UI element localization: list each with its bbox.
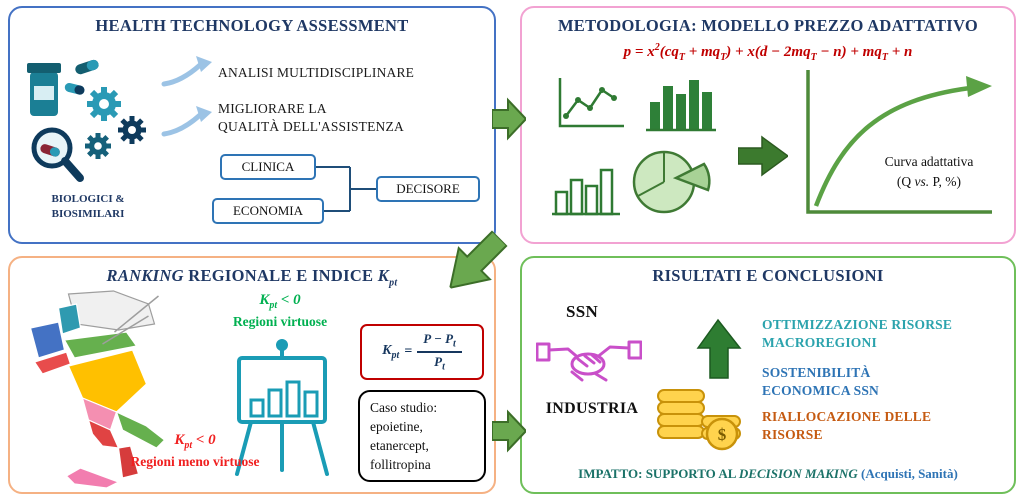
arrow-hta-to-metodologia [492, 97, 526, 141]
biologics-caption: BIOLOGICI & BIOSIMILARI [51, 193, 125, 220]
magnifier-icon [31, 127, 84, 182]
bullet-ottimizzazione: OTTIMIZZAZIONE RISORSE MACROREGIONI [762, 317, 953, 351]
curve-caption: Curva adattativa (Q vs. P, %) [884, 154, 974, 189]
economia-box: ECONOMIA [212, 198, 324, 224]
curved-arrow-icon [161, 106, 212, 137]
biologics-drugs-icon [27, 59, 146, 182]
industria-label: INDUSTRIA [545, 400, 639, 417]
clinica-box: CLINICA [220, 154, 316, 180]
panel-risultati-conclusioni: RISULTATI E CONCLUSIONI SSN INDUSTRIA [520, 256, 1016, 494]
kpt-negative-label: Kpt < 0 [174, 432, 216, 451]
panel-health-technology-assessment: HEALTH TECHNOLOGY ASSESSMENT [8, 6, 496, 244]
impact-statement: IMPATTO: SUPPORTO AL DECISION MAKING (Ac… [578, 466, 958, 481]
connector-lines [316, 166, 376, 212]
hta-title: HEALTH TECHNOLOGY ASSESSMENT [95, 16, 409, 35]
bar-chart-icon [646, 80, 716, 132]
economia-label: ECONOMIA [232, 203, 304, 218]
kpt-positive-label: Kpt < 0 [259, 292, 301, 311]
metodologia-title: METODOLOGIA: MODELLO PREZZO ADATTATIVO [557, 16, 979, 35]
panel-metodologia: METODOLOGIA: MODELLO PREZZO ADATTATIVO p… [520, 6, 1016, 244]
decisore-label: DECISORE [396, 181, 460, 196]
curved-arrow-icon [161, 56, 212, 87]
hta-point-migliorare: MIGLIORARE LA QUALITÀ DELL'ASSISTENZA [218, 101, 404, 135]
price-formula: p = x2(cqT + mqT) + x(d − 2mqT − n) + mq… [623, 42, 913, 63]
ssn-label: SSN [565, 302, 599, 321]
arrow-metodologia-to-ranking [433, 221, 516, 304]
pie-chart-icon [632, 150, 711, 214]
line-chart-icon [558, 78, 624, 128]
presentation-board-icon [235, 339, 329, 476]
italy-regions-map [29, 290, 166, 488]
panel-ranking-regionale: RANKING REGIONALE E INDICE Kpt Kpt [8, 256, 496, 494]
coins-growth-icon: $ [657, 318, 742, 451]
kpt-fraction: P − Pt Pt [417, 331, 462, 373]
regioni-meno-virtuose-label: Regioni meno virtuose [130, 454, 260, 469]
regioni-virtuose-label: Regioni virtuose [232, 314, 328, 329]
risultati-title: RISULTATI E CONCLUSIONI [652, 266, 884, 285]
dollar-symbol: $ [718, 425, 727, 444]
kpt-formula-box: Kpt = P − Pt Pt [360, 324, 484, 380]
gear-icon [118, 116, 146, 144]
handshake-icon [536, 340, 642, 382]
hta-point-analisi: ANALISI MULTIDISCIPLINARE [218, 65, 415, 80]
gear-icon [85, 133, 111, 159]
bullet-riallocazione: RIALLOCAZIONE DELLE RISORSE [762, 409, 932, 443]
ranking-title: RANKING REGIONALE E INDICE Kpt [106, 266, 398, 289]
flow-arrow-icon [738, 135, 788, 177]
decisore-box: DECISORE [376, 176, 480, 202]
gear-icon [87, 87, 121, 121]
adaptive-curve-chart-icon [806, 70, 992, 214]
clinica-label: CLINICA [241, 159, 295, 174]
bullet-sostenibilita: SOSTENIBILITÀ ECONOMICA SSN [762, 365, 879, 399]
arrow-ranking-to-risultati [492, 409, 526, 453]
caso-studio-box: Caso studio: epoietine, etanercept, foll… [358, 390, 486, 482]
histogram-icon [552, 168, 620, 216]
